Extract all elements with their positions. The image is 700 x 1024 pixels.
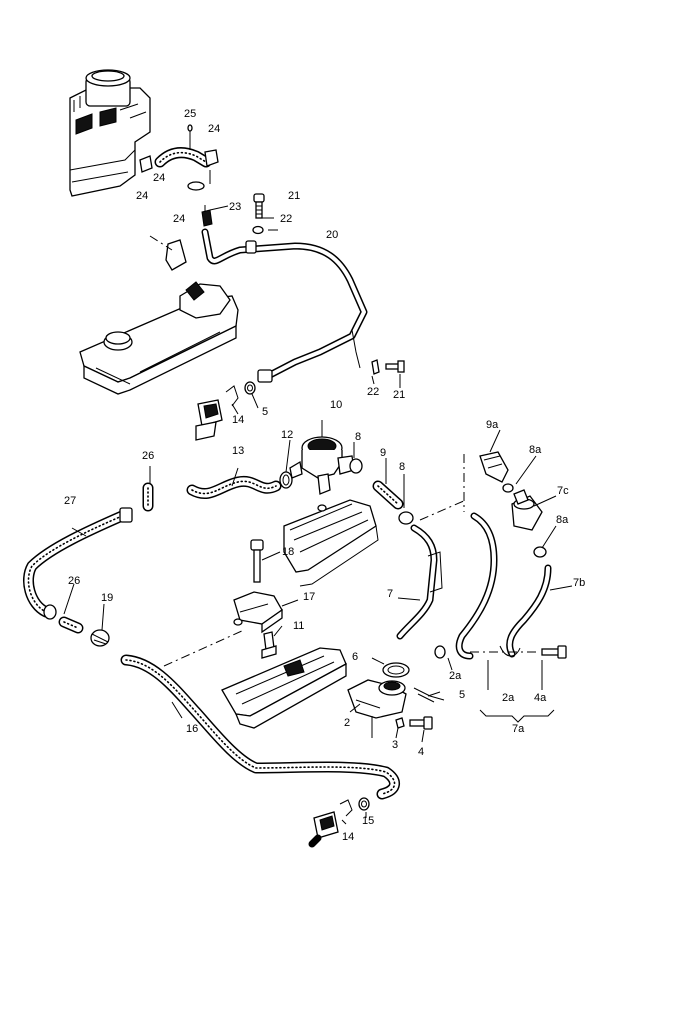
label-18: 18 bbox=[282, 546, 294, 558]
hose-25 bbox=[154, 124, 212, 168]
label-17: 17 bbox=[303, 591, 315, 603]
bolt-18 bbox=[250, 539, 264, 583]
clamp-19 bbox=[90, 629, 110, 647]
label-5: 5 bbox=[459, 689, 465, 701]
label-25: 25 bbox=[184, 108, 196, 120]
label-21: 21 bbox=[288, 190, 300, 202]
pressure-valve-14-lower bbox=[308, 799, 353, 848]
label-9a: 9a bbox=[486, 419, 499, 431]
hose-16 bbox=[120, 654, 400, 800]
valve-cover-middle bbox=[283, 473, 379, 587]
valve-cover-upper bbox=[79, 281, 239, 395]
label-7a: 7a bbox=[512, 723, 525, 735]
label-22: 22 bbox=[280, 213, 292, 225]
label-8a: 8a bbox=[529, 444, 542, 456]
label-26: 26 bbox=[142, 450, 154, 462]
part-labels: 25 24 24 24 24 21 23 22 20 22 21 14 5 10… bbox=[64, 108, 585, 843]
label-24: 24 bbox=[208, 123, 220, 135]
clamp-8a-top bbox=[502, 483, 514, 493]
hose-26-lower bbox=[58, 616, 84, 634]
valve-23 bbox=[201, 205, 213, 227]
pipe-7 bbox=[396, 524, 443, 640]
clamps-8 bbox=[349, 458, 414, 525]
nipple-11 bbox=[261, 631, 277, 659]
label-7c: 7c bbox=[557, 485, 569, 497]
label-21: 21 bbox=[393, 389, 405, 401]
label-5: 5 bbox=[262, 406, 268, 418]
engine-block-top bbox=[69, 69, 151, 197]
label-16: 16 bbox=[186, 723, 198, 735]
flange-2 bbox=[347, 679, 407, 719]
leader-lines bbox=[63, 205, 573, 825]
hose-13 bbox=[186, 475, 282, 499]
label-2: 2 bbox=[344, 717, 350, 729]
label-24: 24 bbox=[136, 190, 148, 202]
label-24: 24 bbox=[173, 213, 185, 225]
label-11: 11 bbox=[293, 620, 304, 632]
label-7: 7 bbox=[387, 588, 393, 600]
washer-2a-left bbox=[434, 645, 446, 659]
alignment-lines bbox=[149, 235, 540, 667]
oil-separator-10 bbox=[289, 420, 355, 479]
valve-9a bbox=[479, 451, 509, 483]
valve-cover-lower bbox=[221, 647, 347, 729]
gasket-6 bbox=[382, 662, 410, 678]
label-4a: 4a bbox=[534, 692, 547, 704]
label-15: 15 bbox=[362, 815, 374, 827]
label-12: 12 bbox=[281, 429, 293, 441]
label-27: 27 bbox=[64, 495, 76, 507]
label-2a: 2a bbox=[502, 692, 515, 704]
hose-27 bbox=[23, 507, 133, 620]
bolt-4a bbox=[541, 645, 567, 659]
pipe-20 bbox=[201, 228, 368, 383]
washer-22-top bbox=[252, 225, 264, 235]
label-8: 8 bbox=[399, 461, 405, 473]
label-4: 4 bbox=[418, 746, 424, 758]
label-26: 26 bbox=[68, 575, 80, 587]
bracket-hardware-21-22 bbox=[371, 359, 405, 375]
label-20: 20 bbox=[326, 229, 338, 241]
label-10: 10 bbox=[330, 399, 342, 411]
label-8a: 8a bbox=[556, 514, 569, 526]
label-14: 14 bbox=[232, 414, 244, 426]
label-6: 6 bbox=[352, 651, 358, 663]
label-2a: 2a bbox=[449, 670, 462, 682]
hose-7a-7b bbox=[455, 512, 552, 660]
valve-7c bbox=[511, 489, 543, 531]
ring-5-upper bbox=[244, 381, 256, 395]
ring-15 bbox=[358, 797, 370, 811]
bolt-21-top bbox=[253, 193, 265, 219]
label-23: 23 bbox=[229, 201, 241, 213]
clamp-12 bbox=[279, 471, 293, 489]
clip-5 bbox=[413, 687, 445, 703]
label-24: 24 bbox=[153, 172, 165, 184]
label-14: 14 bbox=[342, 831, 354, 843]
bolts-3-4 bbox=[395, 716, 433, 730]
label-22: 22 bbox=[367, 386, 379, 398]
pressure-valve-14-upper bbox=[195, 385, 239, 441]
clamp-8a-mid bbox=[533, 546, 547, 558]
label-7b: 7b bbox=[573, 577, 585, 589]
hose-clamps-24 bbox=[139, 149, 219, 271]
label-8: 8 bbox=[355, 431, 361, 443]
label-13: 13 bbox=[232, 445, 244, 457]
bracket-17 bbox=[233, 591, 283, 634]
label-3: 3 bbox=[392, 739, 398, 751]
label-19: 19 bbox=[101, 592, 113, 604]
hose-9 bbox=[372, 480, 404, 510]
label-9: 9 bbox=[380, 447, 386, 459]
